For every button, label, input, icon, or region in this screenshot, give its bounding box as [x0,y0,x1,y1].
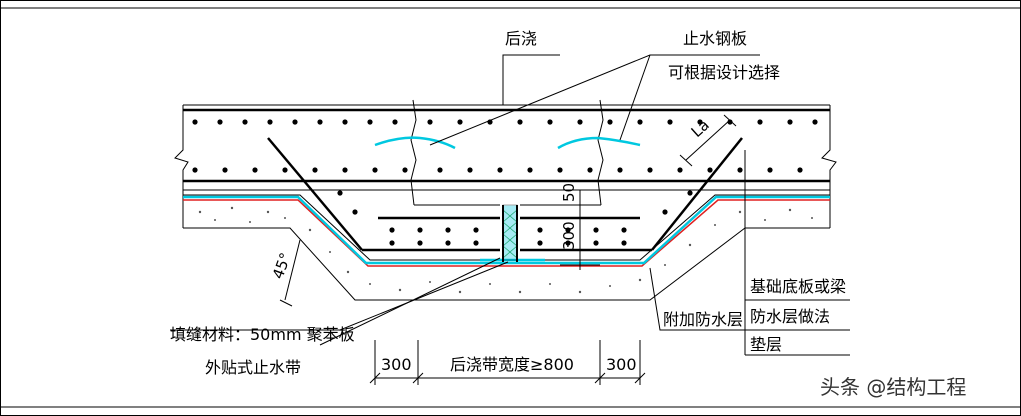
membrane-red [183,199,830,267]
rebar-dots [192,119,818,246]
label-dim-50: 50 [560,183,578,202]
concrete-hatch [198,206,813,294]
label-cushion: 垫层 [750,335,782,354]
label-dim-300-left: 300 [381,355,412,374]
label-band-width: 后浇带宽度≥800 [450,355,574,374]
label-dim-300-right: 300 [606,355,637,374]
label-la: La [688,116,713,141]
label-additional-waterproof: 附加防水层 [663,310,743,329]
label-post-pour: 后浇 [505,29,537,48]
label-external-waterstop: 外贴式止水带 [205,358,301,377]
label-steel-plate-note: 可根据设计选择 [668,63,780,82]
leader-lines [170,54,850,385]
label-foundation: 基础底板或梁 [750,277,846,296]
rebar-lines [183,108,830,252]
joint-filler [502,204,518,262]
label-dim-300-vertical: 300 [560,221,578,250]
steel-plate-waterstops [374,136,641,262]
label-filler: 填缝材料：50mm 聚苯板 [170,325,355,344]
watermark: 头条 @结构工程 [820,375,966,399]
label-steel-plate: 止水钢板 [683,29,747,48]
label-waterproof-method: 防水层做法 [750,307,830,326]
